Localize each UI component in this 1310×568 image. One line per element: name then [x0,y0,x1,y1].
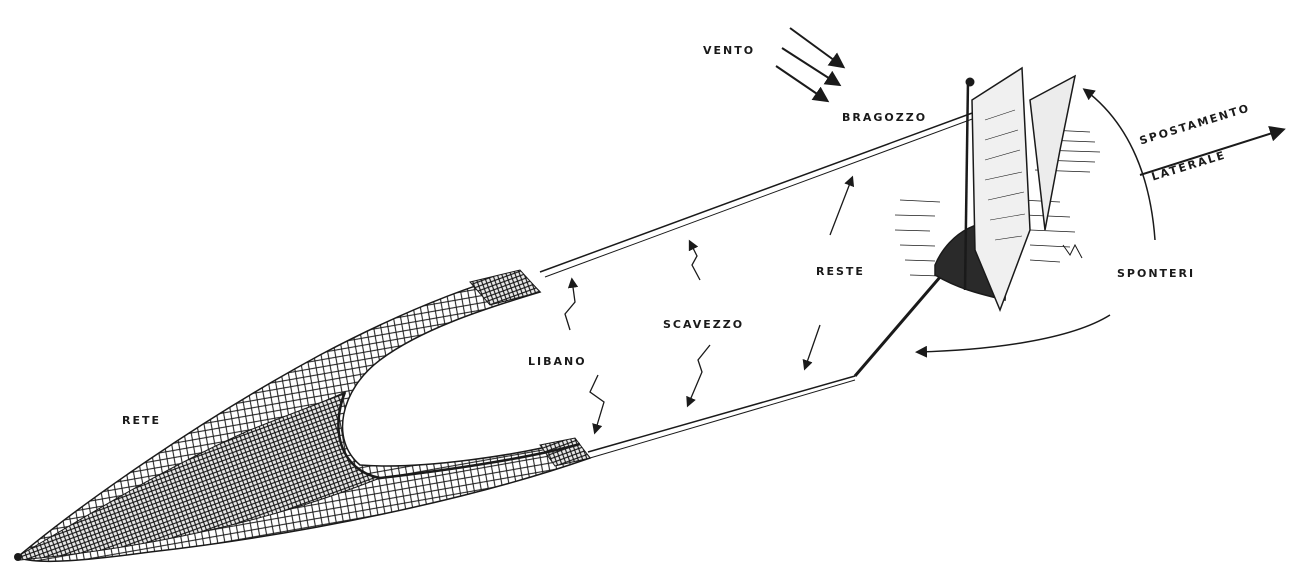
wind-arrows [776,28,842,100]
codend-knot [14,553,22,561]
libano-arrow-down [590,375,604,432]
wind-arrow-2 [782,48,838,84]
label-scavezzo: SCAVEZZO [663,318,744,331]
net [14,270,590,561]
label-rete: RETE [122,414,161,427]
sponteri-arc-lower [918,315,1110,352]
upper-warp [540,112,975,272]
wind-arrow-1 [790,28,842,66]
mast-top-flag [966,78,974,86]
tow-lines [540,112,975,458]
upper-warp-double [545,118,975,277]
lower-warp-double [590,380,855,458]
fore-sail [1030,76,1075,230]
lower-warp [588,376,855,452]
label-reste: RESTE [816,265,865,278]
label-vento: VENTO [703,44,755,57]
label-bragozzo: BRAGOZZO [842,111,927,124]
label-sponteri: SPONTERI [1117,267,1195,280]
scavezzo-arrow-down [688,345,710,405]
reste-arrow-up [830,178,852,235]
boat-bragozzo [895,68,1100,310]
sponteri-arc-upper [1085,90,1155,240]
label-libano: LIBANO [528,355,587,368]
libano-arrow-up [565,280,575,330]
reste-arrow-down [805,325,820,368]
scavezzo-arrow-up [690,242,700,280]
